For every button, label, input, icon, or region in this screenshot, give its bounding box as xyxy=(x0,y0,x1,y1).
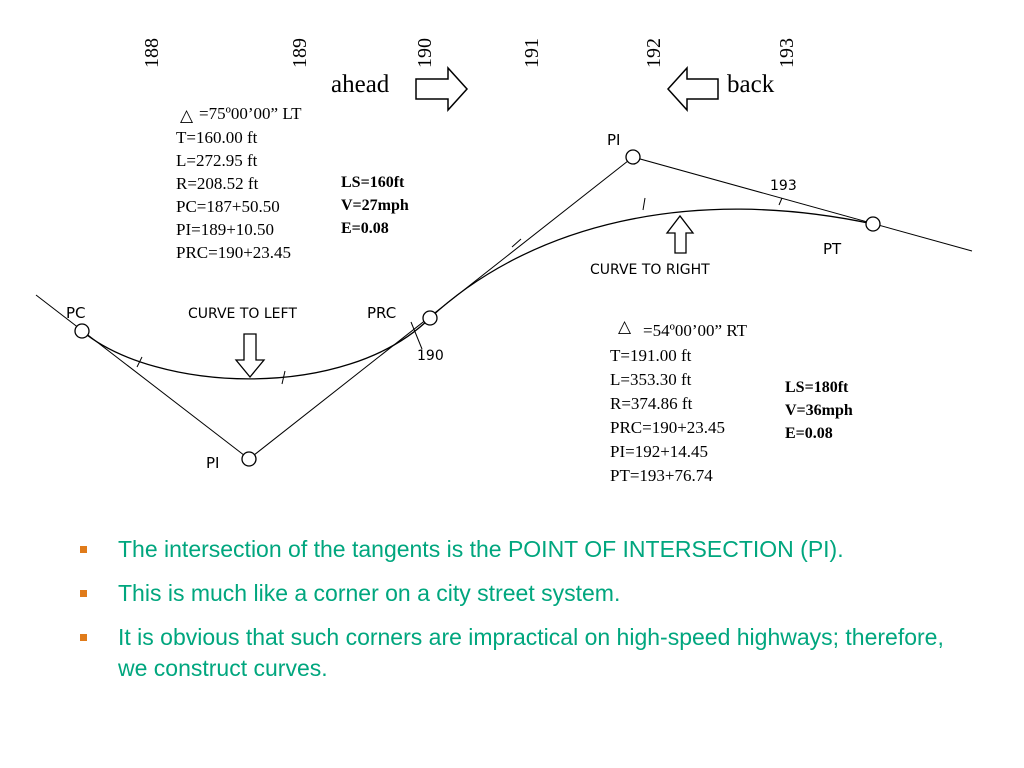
curve2-pt: PT=193+76.74 xyxy=(610,466,713,485)
pi-right-point-marker xyxy=(625,149,641,165)
curve2-spiral-v: V=36mph xyxy=(785,402,853,419)
curve2-pi: PI=192+14.45 xyxy=(610,442,708,461)
curve2-prc: PRC=190+23.45 xyxy=(610,418,725,437)
curve1-pc: PC=187+50.50 xyxy=(176,197,280,216)
bullet-square-icon xyxy=(80,634,87,641)
curve1-length: L=272.95 ft xyxy=(176,151,258,170)
station-193-label: 193 xyxy=(770,178,797,194)
pt-label: PT xyxy=(823,240,842,258)
curve2-radius: R=374.86 ft xyxy=(610,394,693,413)
curve1-pi: PI=189+10.50 xyxy=(176,220,274,239)
curve-left-arc xyxy=(81,317,431,380)
station-label-189: 189 xyxy=(289,38,311,68)
up-arrow-icon xyxy=(665,214,695,254)
bullet-item: It is obvious that such corners are impr… xyxy=(80,622,960,684)
curve2-delta-symbol: △ xyxy=(618,317,632,336)
bullet-text: The intersection of the tangents is the … xyxy=(118,536,844,562)
prc-label: PRC xyxy=(367,304,396,322)
pc-label: PC xyxy=(66,304,86,322)
curve-left-label: CURVE TO LEFT xyxy=(188,306,297,322)
curve1-spiral-e: E=0.08 xyxy=(341,220,389,237)
down-arrow-icon xyxy=(234,333,266,379)
curve2-spiral-ls: LS=180ft xyxy=(785,379,849,396)
station-label-191: 191 xyxy=(521,38,543,68)
curve1-radius: R=208.52 ft xyxy=(176,174,259,193)
bullet-square-icon xyxy=(80,590,87,597)
bullet-list: The intersection of the tangents is the … xyxy=(80,534,960,697)
horizontal-curve-diagram: 188 189 190 191 192 193 ahead back PC PI… xyxy=(35,38,973,485)
pt-point-marker xyxy=(865,216,881,232)
bullet-item: This is much like a corner on a city str… xyxy=(80,578,960,609)
station-label-192: 192 xyxy=(643,38,665,68)
pi-left-label: PI xyxy=(206,454,219,472)
back-arrow-icon xyxy=(666,66,719,112)
curve2-length: L=353.30 ft xyxy=(610,370,692,389)
pi-left-point-marker xyxy=(241,451,257,467)
station-label-190: 190 xyxy=(414,38,436,68)
curve1-prc: PRC=190+23.45 xyxy=(176,243,291,262)
station-ticks xyxy=(136,197,783,385)
curve1-tangent: T=160.00 ft xyxy=(176,128,258,147)
curve1-spiral-v: V=27mph xyxy=(341,197,409,214)
curve1-delta-symbol: △ xyxy=(180,106,194,125)
curve2-delta-value: =54º00’00” RT xyxy=(643,321,748,340)
bullet-text: It is obvious that such corners are impr… xyxy=(118,624,944,681)
pc-point-marker xyxy=(74,323,90,339)
pi-right-label: PI xyxy=(607,131,620,149)
curve2-tangent: T=191.00 ft xyxy=(610,346,692,365)
station-label-188: 188 xyxy=(141,38,163,68)
station-label-193: 193 xyxy=(776,38,798,68)
back-label: back xyxy=(727,71,775,98)
curve1-spiral-ls: LS=160ft xyxy=(341,174,405,191)
bullet-square-icon xyxy=(80,546,87,553)
curve2-spiral-e: E=0.08 xyxy=(785,425,833,442)
bullet-item: The intersection of the tangents is the … xyxy=(80,534,960,565)
curve-right-arc xyxy=(429,208,874,319)
station-190-label: 190 xyxy=(417,348,444,364)
curve-right-label: CURVE TO RIGHT xyxy=(590,262,710,278)
ahead-arrow-icon xyxy=(415,66,469,112)
curve1-delta-value: =75º00’00” LT xyxy=(199,104,302,123)
prc-point-marker xyxy=(422,310,438,326)
bullet-text: This is much like a corner on a city str… xyxy=(118,580,621,606)
ahead-label: ahead xyxy=(331,71,390,98)
